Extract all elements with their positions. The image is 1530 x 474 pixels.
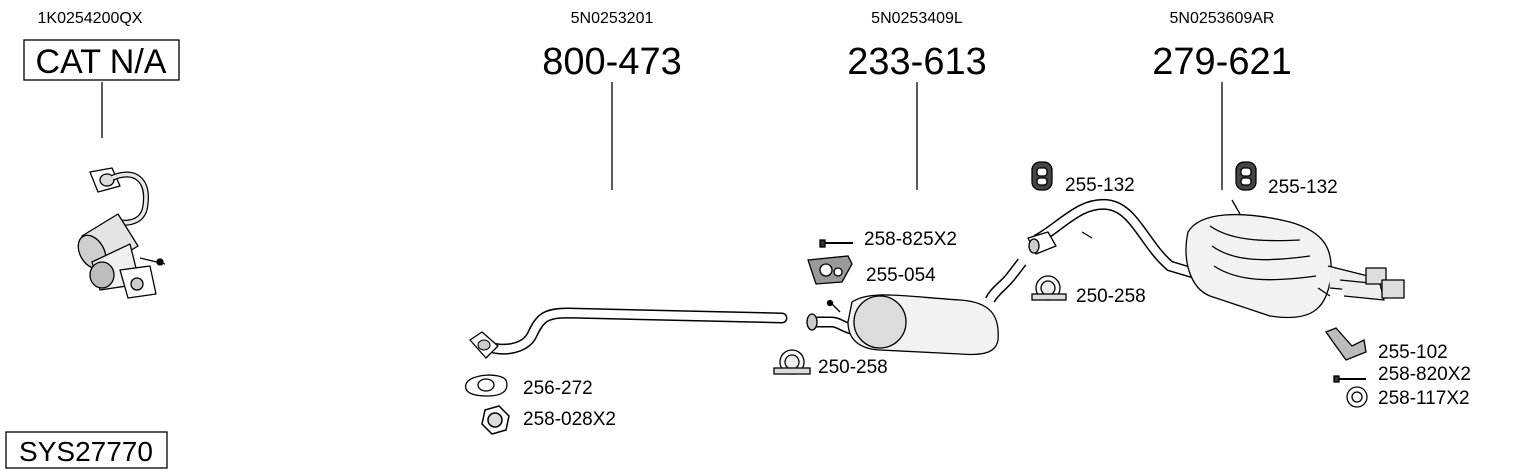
oem-number-rear-silencer: 5N0253609AR <box>1170 10 1275 27</box>
middle-silencer-icon[interactable] <box>806 258 1027 356</box>
rubber-hanger-icon <box>1235 161 1257 191</box>
flange-gasket-icon <box>464 374 508 397</box>
rubber-mount-icon <box>807 255 853 285</box>
fitting-label[interactable]: 255-132 <box>1065 175 1135 196</box>
mounting-bracket-icon <box>1324 327 1367 361</box>
fitting-label[interactable]: 255-102 <box>1378 342 1448 363</box>
sealing-ring-icon <box>1346 386 1368 408</box>
front-pipe-icon[interactable] <box>469 307 788 359</box>
oem-number-front-pipe: 5N0253201 <box>571 10 654 27</box>
fitting-label[interactable]: 255-132 <box>1268 177 1338 198</box>
system-code: SYS27770 <box>19 436 153 467</box>
middle-silencer-part-number[interactable]: 233-613 <box>847 41 986 83</box>
catalytic-converter-icon[interactable] <box>73 167 166 299</box>
rubber-hanger-icon <box>1031 161 1053 191</box>
fitting-label[interactable]: 258-825X2 <box>864 229 957 250</box>
rear-silencer-icon[interactable] <box>1027 198 1405 319</box>
front-pipe-part-number[interactable]: 800-473 <box>542 41 681 83</box>
fitting-label[interactable]: 258-028X2 <box>523 409 616 430</box>
fitting-label[interactable]: 250-258 <box>1076 286 1146 307</box>
fitting-label[interactable]: 255-054 <box>866 265 936 286</box>
system-code-box <box>5 431 168 469</box>
fitting-label[interactable]: 256-272 <box>523 378 593 399</box>
pipe-clamp-icon <box>1031 275 1067 301</box>
pipe-clamp-icon <box>773 349 811 375</box>
fitting-label[interactable]: 258-117X2 <box>1378 388 1470 409</box>
fitting-label[interactable]: 250-258 <box>818 357 888 378</box>
bolt-icon <box>1333 375 1366 383</box>
leader-lines <box>101 82 1223 190</box>
bolt-icon <box>819 239 853 248</box>
hex-nut-icon <box>481 405 510 435</box>
cat-label-box <box>23 39 180 81</box>
rear-silencer-part-number[interactable]: 279-621 <box>1152 41 1291 83</box>
cat-part-number[interactable]: CAT N/A <box>36 43 167 81</box>
oem-number-middle-silencer: 5N0253409L <box>871 10 963 27</box>
fitting-label[interactable]: 258-820X2 <box>1378 364 1471 385</box>
oem-number-cat: 1K0254200QX <box>38 10 143 27</box>
